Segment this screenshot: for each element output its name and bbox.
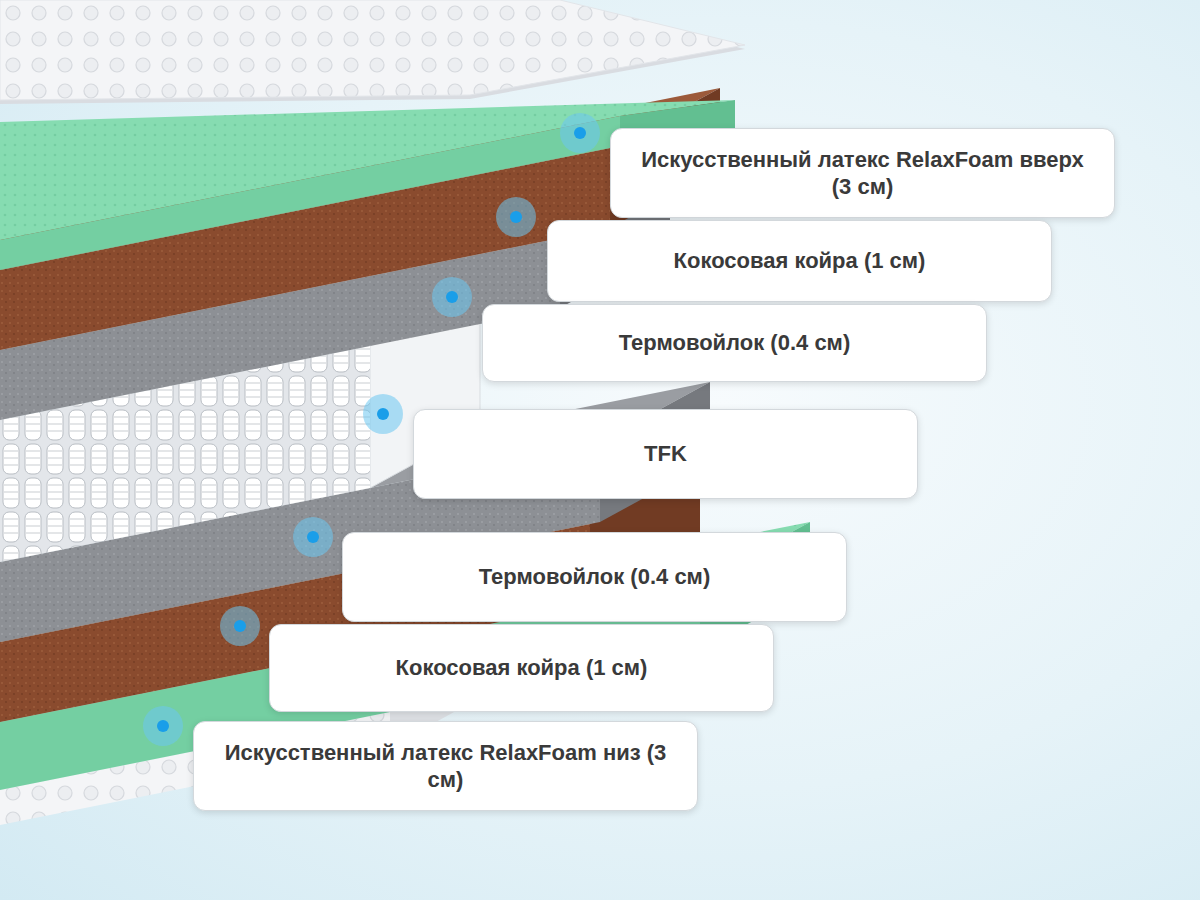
top-cover [0, 0, 745, 104]
callout-dot [446, 291, 458, 303]
dot-halo [220, 606, 260, 646]
callout-box: Искусственный латекс RelaxFoam низ (3 см… [193, 721, 698, 811]
dot-halo [496, 197, 536, 237]
dot-halo [363, 394, 403, 434]
dot-halo [143, 706, 183, 746]
callout-dot [510, 211, 522, 223]
cover-top [0, 0, 745, 100]
callout-dot [157, 720, 169, 732]
dot-halo [293, 517, 333, 557]
layer-label: Термовойлок (0.4 см) [619, 329, 850, 357]
callout-box: Кокосовая койра (1 см) [269, 624, 774, 712]
callout-box: TFK [413, 409, 918, 499]
layer-label: Искусственный латекс RelaxFoam вверх (3 … [637, 146, 1088, 201]
layer-label: Кокосовая койра (1 см) [396, 654, 648, 682]
layer-front [0, 116, 620, 270]
layer-label: Искусственный латекс RelaxFoam низ (3 см… [220, 739, 671, 794]
callout-box: Кокосовая койра (1 см) [547, 220, 1052, 302]
dot-halo [560, 113, 600, 153]
layer-label: Кокосовая койра (1 см) [674, 247, 926, 275]
layer-label: Термовойлок (0.4 см) [479, 563, 710, 591]
callout-box: Искусственный латекс RelaxFoam вверх (3 … [610, 128, 1115, 218]
callout-dot [234, 620, 246, 632]
callout-box: Термовойлок (0.4 см) [342, 532, 847, 622]
callout-box: Термовойлок (0.4 см) [482, 304, 987, 382]
callout-dot [307, 531, 319, 543]
layer-label: TFK [644, 440, 687, 468]
callout-dot [377, 408, 389, 420]
callout-dot [574, 127, 586, 139]
dot-halo [432, 277, 472, 317]
